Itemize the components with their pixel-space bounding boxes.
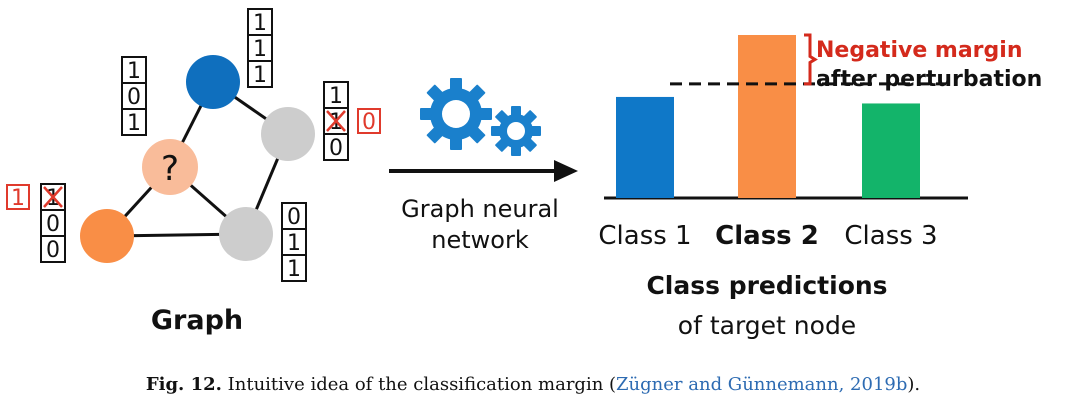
after-perturbation-label: after perturbation: [816, 67, 1042, 92]
class-prediction-chart: Negative margin after perturbation Class…: [598, 33, 1042, 340]
cross-icon: [43, 186, 63, 208]
feature-cell: 1: [253, 37, 267, 62]
feature-cell: 1: [253, 11, 267, 36]
graph-title: Graph: [151, 305, 243, 336]
caption-end: ).: [907, 374, 920, 395]
model-panel: Graph neural network: [389, 78, 578, 254]
feature-vector-top: 1 1 1: [247, 8, 273, 88]
feature-cell: 0: [127, 85, 141, 110]
bar-class-2: [738, 35, 796, 198]
node-bottom-right: [219, 207, 273, 261]
graph-panel: ? 1 1 1 1 0 1 1 1 0: [6, 8, 381, 336]
large-gear-icon: [420, 78, 492, 150]
bar-class-3: [862, 103, 920, 198]
caption-text: Intuitive idea of the classification mar…: [228, 374, 616, 395]
node-bottom-left: [80, 209, 134, 263]
model-label-line1: Graph neural: [401, 195, 559, 223]
model-label-line2: network: [431, 226, 529, 254]
chart-title: Class predictions: [646, 271, 887, 300]
caption-label: Fig. 12.: [146, 374, 222, 395]
perturbed-value-right: 0: [362, 110, 376, 135]
category-label-class-2: Class 2: [715, 221, 819, 251]
feature-vector-left: 1 0 1: [121, 56, 147, 136]
chart-subtitle: of target node: [678, 311, 856, 340]
feature-cell: 0: [329, 136, 343, 161]
feature-cell: 0: [46, 212, 60, 237]
bar-class-1: [616, 96, 674, 198]
node-right: [261, 107, 315, 161]
category-label-class-3: Class 3: [844, 221, 937, 251]
feature-cell: 1: [287, 231, 301, 256]
caption-citation-link[interactable]: Zügner and Günnemann, 2019b: [616, 374, 907, 395]
perturbed-value-bottom-left: 1: [11, 186, 25, 211]
feature-vector-bottom-right: 0 1 1: [281, 202, 307, 282]
small-gear-icon: [491, 106, 541, 156]
feature-cell: 1: [127, 59, 141, 84]
category-labels: Class 1 Class 2 Class 3: [598, 221, 937, 251]
bars-group: [616, 35, 920, 198]
arrow-head-icon: [554, 160, 578, 182]
feature-vector-bottom-left: 1 0 0 1: [6, 183, 66, 263]
cross-icon: [326, 110, 346, 132]
target-node-question: ?: [161, 149, 179, 189]
node-top: [186, 55, 240, 109]
node-target: [142, 139, 198, 195]
margin-bracket: [804, 33, 818, 86]
category-label-class-1: Class 1: [598, 221, 691, 251]
feature-cell: 1: [287, 257, 301, 282]
figure-caption: Fig. 12. Intuitive idea of the classific…: [146, 374, 920, 395]
feature-vector-right: 1 1 0 0: [323, 81, 381, 161]
feature-cell: 0: [287, 205, 301, 230]
negative-margin-label: Negative margin: [816, 38, 1022, 63]
feature-cell: 1: [329, 84, 343, 109]
feature-cell: 1: [127, 111, 141, 136]
feature-cell: 0: [46, 238, 60, 263]
feature-cell: 1: [253, 63, 267, 88]
